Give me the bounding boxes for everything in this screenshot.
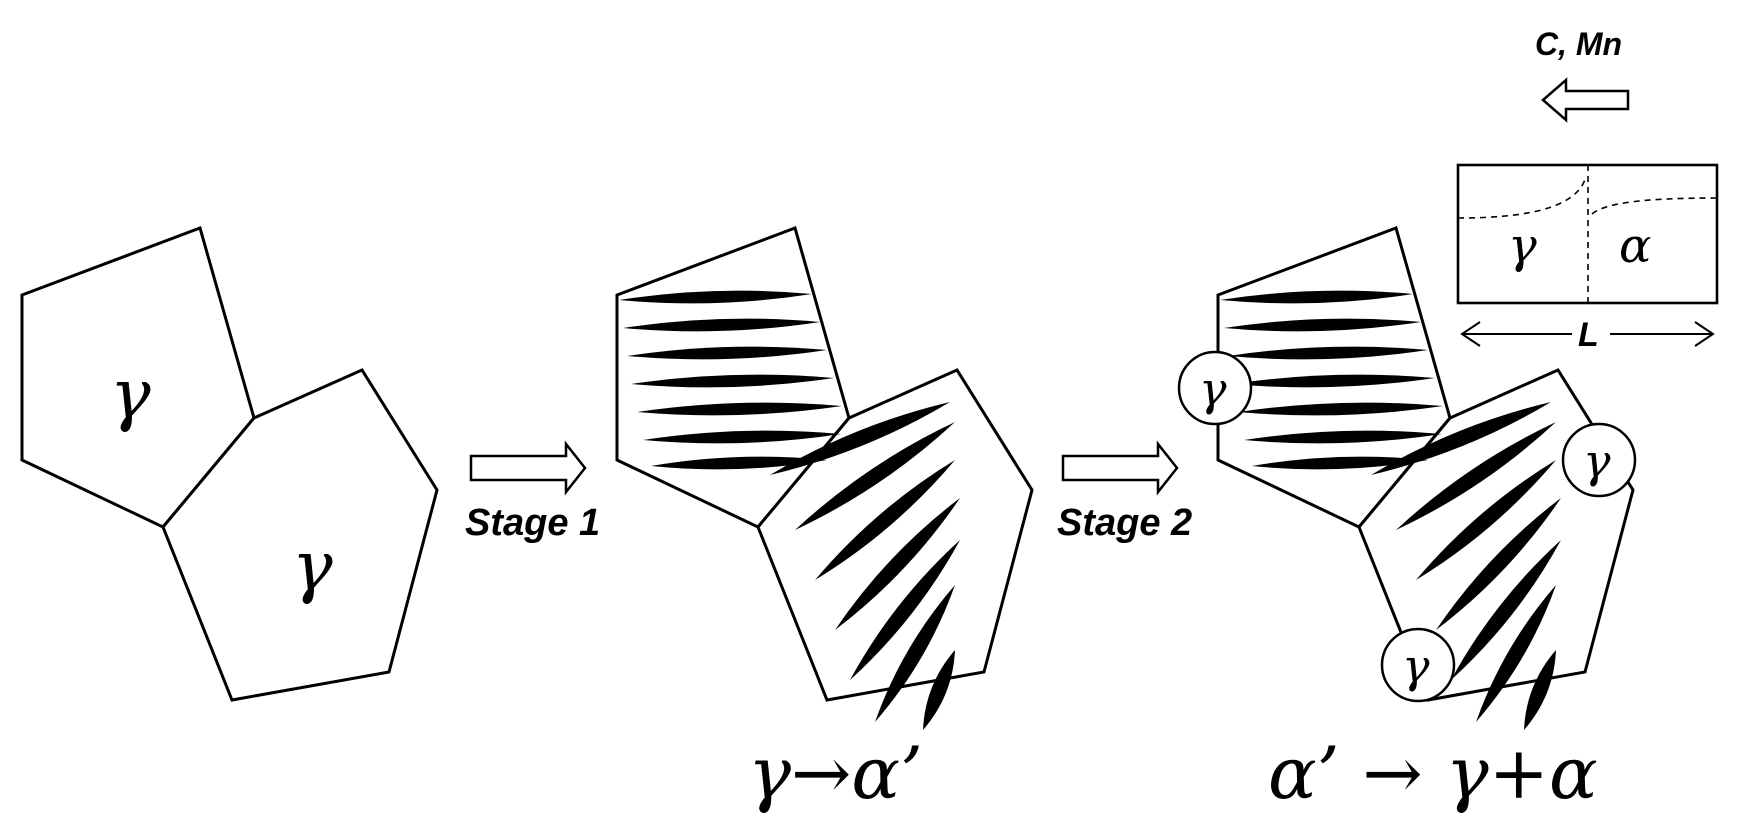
martensite-lath bbox=[627, 346, 827, 360]
martensite-lath bbox=[850, 540, 960, 680]
martensite-lath bbox=[770, 402, 950, 475]
martensite-lath bbox=[835, 498, 960, 630]
martensite-lath bbox=[1396, 422, 1556, 530]
martensite-lath bbox=[651, 456, 827, 470]
grain-lower-right bbox=[161, 368, 439, 702]
martensite-lath bbox=[623, 318, 820, 332]
martensite-lath bbox=[1228, 346, 1428, 360]
partitioning-inset: C, Mn γ α L bbox=[1456, 26, 1719, 354]
stage-1-arrow bbox=[469, 440, 587, 496]
martensite-lath bbox=[619, 290, 812, 304]
stage-1-arrow-group: Stage 1 bbox=[465, 440, 600, 544]
svg-text:γ: γ bbox=[1583, 434, 1611, 488]
martensite-lath bbox=[637, 402, 842, 416]
panel-initial-austenite: γ γ bbox=[20, 226, 439, 702]
martensite-lath bbox=[815, 460, 955, 580]
length-dimension: L bbox=[1460, 316, 1715, 354]
element-flux-label: C, Mn bbox=[1535, 26, 1622, 62]
martensite-laths-lower bbox=[770, 402, 960, 730]
partition-arrow bbox=[1541, 77, 1630, 123]
martensite-lath bbox=[643, 430, 841, 444]
martensite-lath bbox=[1451, 540, 1561, 680]
martensite-lath bbox=[1476, 585, 1556, 722]
laths-upper bbox=[1220, 290, 1443, 470]
panel-reversion: γ γ γ α’ → γ+α bbox=[1177, 226, 1637, 815]
svg-text:γ: γ bbox=[1199, 362, 1227, 416]
inset-gamma-label: γ bbox=[1508, 218, 1537, 274]
reverted-austenite-nucleus-1: γ bbox=[1177, 350, 1253, 426]
martensite-lath bbox=[1371, 402, 1551, 475]
gamma-label-grain-1: γ bbox=[110, 356, 151, 435]
concentration-profile-gamma bbox=[1457, 175, 1587, 219]
martensite-lath bbox=[875, 585, 955, 722]
martensite-lath bbox=[1232, 374, 1435, 388]
martensite-lath bbox=[1436, 498, 1561, 630]
martensite-lath bbox=[1416, 460, 1556, 580]
martensite-lath bbox=[1238, 402, 1443, 416]
stage-2-label: Stage 2 bbox=[1057, 502, 1192, 544]
reverted-austenite-nucleus-2: γ bbox=[1561, 422, 1637, 498]
martensite-lath bbox=[1220, 290, 1413, 304]
length-label: L bbox=[1578, 316, 1599, 354]
stage-2-arrow-group: Stage 2 bbox=[1057, 440, 1192, 544]
transform-1-label: γ→α’ bbox=[748, 731, 923, 815]
martensite-lath bbox=[1244, 430, 1442, 444]
concentration-profile-alpha bbox=[1591, 197, 1718, 215]
gamma-label-grain-2: γ bbox=[292, 528, 333, 607]
reverted-austenite-nucleus-3: γ bbox=[1380, 627, 1456, 703]
martensite-laths-upper bbox=[619, 290, 842, 470]
martensite-lath bbox=[1252, 456, 1428, 470]
laths-lower bbox=[1371, 402, 1561, 730]
martensite-lath bbox=[795, 422, 955, 530]
stage-1-label: Stage 1 bbox=[465, 502, 600, 544]
panel-martensite: γ→α’ bbox=[615, 226, 1034, 815]
inset-alpha-label: α bbox=[1619, 218, 1651, 274]
martensite-lath bbox=[1524, 650, 1556, 730]
martensite-lath bbox=[631, 374, 834, 388]
martensite-lath bbox=[1224, 318, 1421, 332]
transform-2-label: α’ → γ+α bbox=[1268, 731, 1598, 815]
stage-2-arrow bbox=[1061, 440, 1179, 496]
svg-text:γ: γ bbox=[1402, 639, 1430, 693]
martensite-lath bbox=[923, 650, 955, 730]
